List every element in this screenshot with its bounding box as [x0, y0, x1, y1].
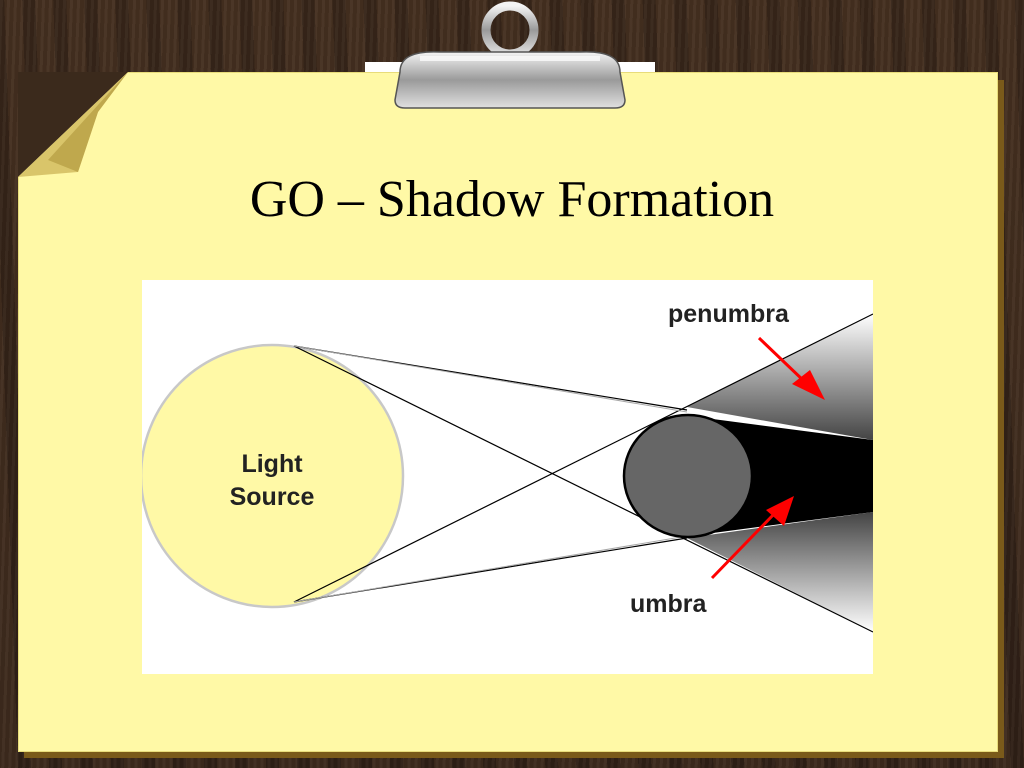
penumbra-arrow — [757, 336, 825, 400]
clipboard-clip-icon — [365, 1, 655, 109]
light-source-label: Light Source — [192, 448, 352, 514]
umbra-label: umbra — [630, 590, 707, 618]
penumbra-label: penumbra — [668, 300, 789, 328]
object-disc — [622, 413, 754, 539]
light-source-label-line1: Light — [241, 450, 303, 478]
shadow-diagram: Light Source penumbra umbra — [142, 280, 873, 674]
light-source-label-line2: Source — [229, 483, 315, 511]
slide-title: GO – Shadow Formation — [249, 171, 775, 228]
umbra-arrow — [710, 496, 794, 580]
light-source — [142, 343, 405, 609]
folded-corner-icon — [18, 72, 128, 177]
penumbra-lower — [687, 512, 873, 632]
penumbra-upper — [687, 314, 873, 440]
